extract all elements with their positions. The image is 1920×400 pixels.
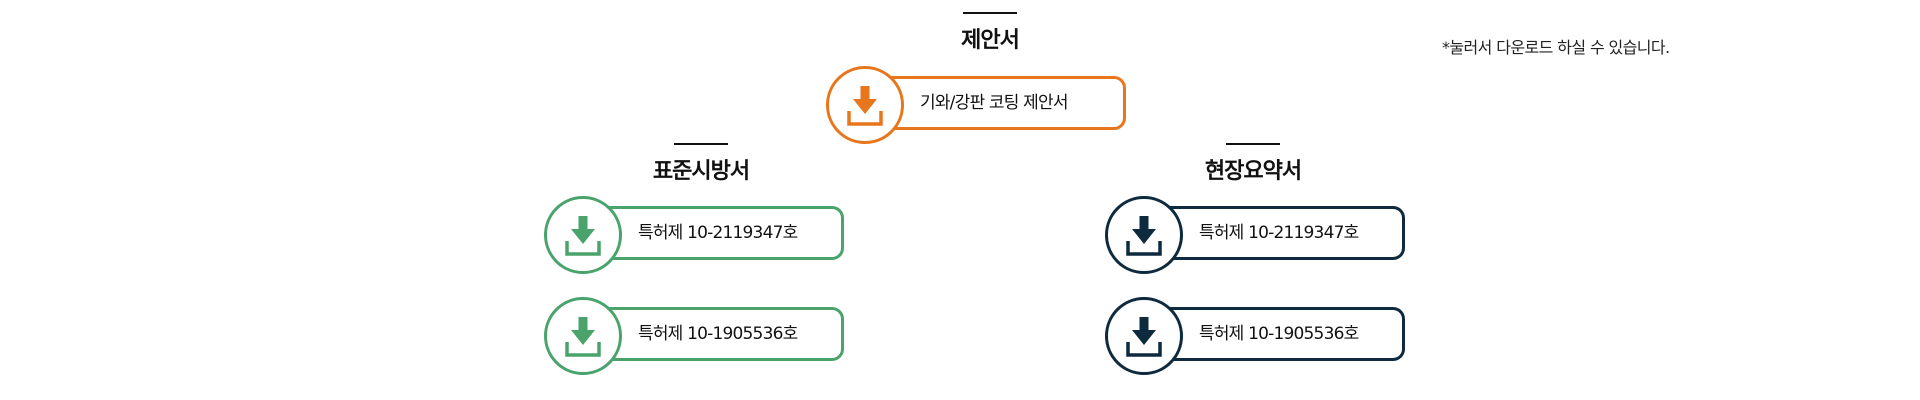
download-icon: [565, 317, 601, 357]
section-title-site-summary-text: 현장요약서: [1204, 159, 1302, 184]
title-divider: [674, 143, 728, 145]
download-icon-circle[interactable]: [1105, 196, 1183, 274]
download-icon: [847, 86, 883, 126]
download-label[interactable]: 특허제 10-2119347호: [1199, 223, 1359, 243]
download-button-proposal-coating[interactable]: 기와/강판 코팅 제안서: [826, 66, 1128, 144]
section-title-site-summary: 현장요약서: [1183, 143, 1323, 185]
section-title-proposal-text: 제안서: [961, 28, 1020, 53]
download-pill[interactable]: [1143, 307, 1405, 361]
download-button-standard-1905536[interactable]: 특허제 10-1905536호: [544, 297, 846, 375]
title-divider: [1226, 143, 1280, 145]
download-pill[interactable]: [582, 307, 844, 361]
section-title-standard: 표준시방서: [631, 143, 771, 185]
download-icon-circle[interactable]: [544, 196, 622, 274]
title-divider: [963, 12, 1017, 14]
download-icon-circle[interactable]: [544, 297, 622, 375]
download-pill[interactable]: [582, 206, 844, 260]
download-label[interactable]: 특허제 10-2119347호: [638, 223, 798, 243]
section-title-proposal: 제안서: [930, 12, 1050, 54]
download-icon: [1126, 317, 1162, 357]
download-pill[interactable]: [1143, 206, 1405, 260]
section-title-standard-text: 표준시방서: [652, 159, 750, 184]
download-icon-circle[interactable]: [826, 66, 904, 144]
download-hint-note: *눌러서 다운로드 하실 수 있습니다.: [1442, 38, 1670, 57]
download-label[interactable]: 특허제 10-1905536호: [638, 324, 798, 344]
download-icon: [1126, 216, 1162, 256]
download-icon-circle[interactable]: [1105, 297, 1183, 375]
download-button-standard-2119347[interactable]: 특허제 10-2119347호: [544, 196, 846, 274]
download-label[interactable]: 특허제 10-1905536호: [1199, 324, 1359, 344]
download-button-summary-2119347[interactable]: 특허제 10-2119347호: [1105, 196, 1407, 274]
download-label[interactable]: 기와/강판 코팅 제안서: [920, 93, 1069, 113]
download-icon: [565, 216, 601, 256]
download-pill[interactable]: [864, 76, 1126, 130]
download-button-summary-1905536[interactable]: 특허제 10-1905536호: [1105, 297, 1407, 375]
